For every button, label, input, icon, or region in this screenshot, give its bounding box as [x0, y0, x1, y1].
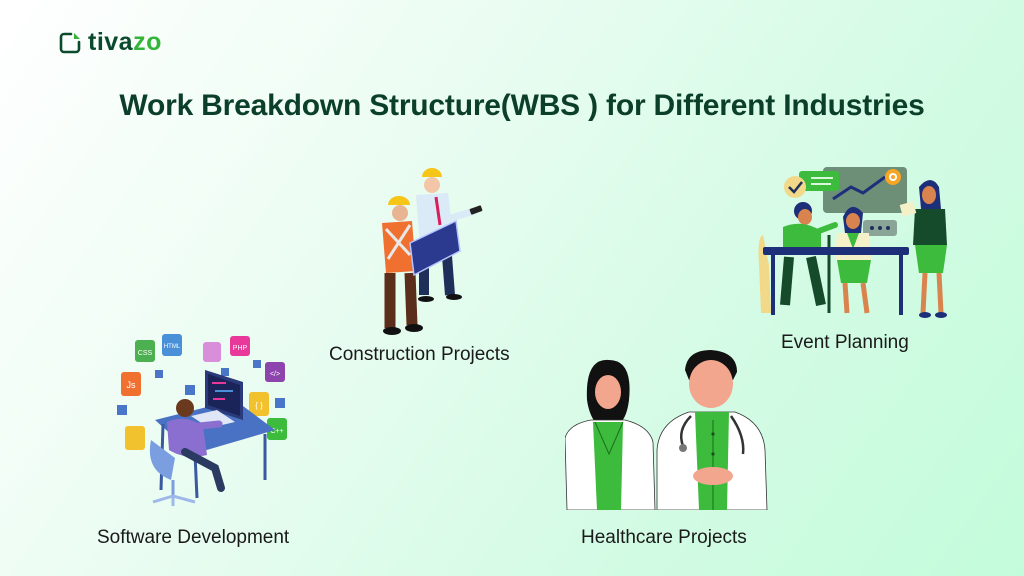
industry-label-software-development: Software Development — [97, 527, 290, 548]
doctors-illustration — [565, 350, 768, 510]
svg-text:{ }: { } — [255, 401, 263, 410]
svg-text:PHP: PHP — [233, 345, 248, 352]
svg-text:CSS: CSS — [138, 350, 153, 357]
svg-text:C++: C++ — [270, 428, 283, 435]
industry-label-event-planning: Event Planning — [781, 332, 909, 353]
brand-logo[interactable]: tivazo — [58, 30, 162, 55]
page-title: Work Breakdown Structure(WBS ) for Diffe… — [119, 89, 925, 122]
industry-label-healthcare-projects: Healthcare Projects — [581, 527, 747, 548]
industry-label-construction-projects: Construction Projects — [329, 344, 510, 365]
svg-text:</>: </> — [270, 371, 280, 378]
tivazo-logo-icon — [59, 32, 81, 53]
svg-text:HTML: HTML — [164, 344, 181, 350]
svg-text:Js: Js — [127, 380, 137, 390]
logo-wordmark: tivazo — [88, 28, 162, 56]
construction-workers-illustration — [382, 168, 483, 335]
developer-at-desk-illustration: CSS HTML PHP </> Js { } C++ — [117, 334, 287, 506]
code-badges: CSS HTML PHP </> Js { } C++ — [117, 334, 287, 450]
team-meeting-illustration — [758, 167, 947, 318]
